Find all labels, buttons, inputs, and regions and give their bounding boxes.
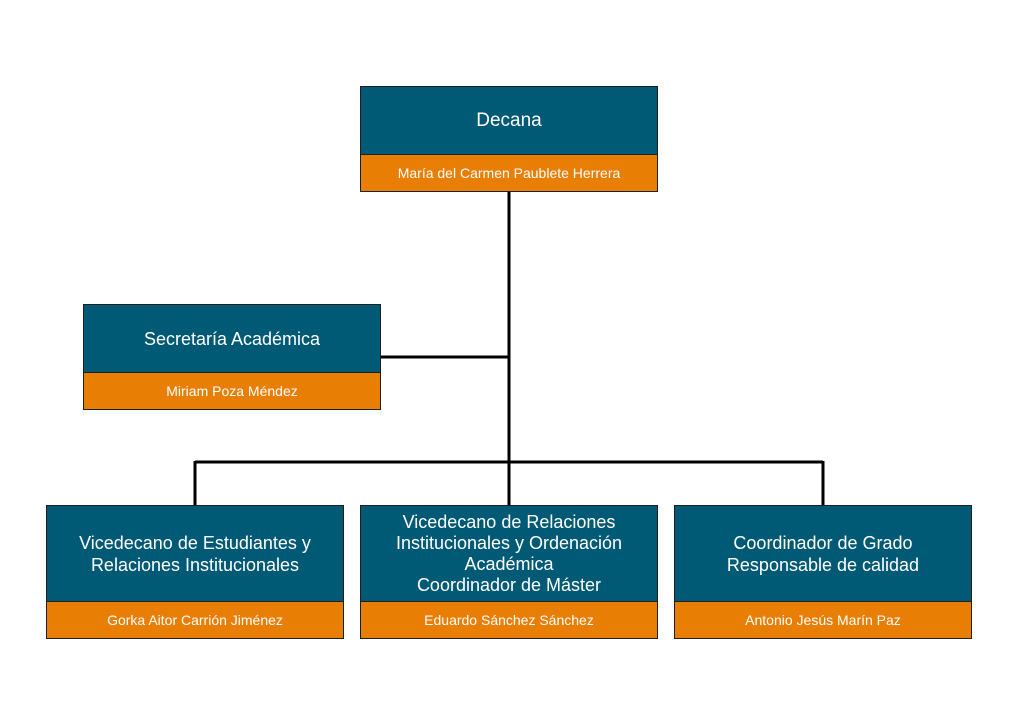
node-role-title: Decana bbox=[361, 87, 657, 155]
node-person-name: Miriam Poza Méndez bbox=[84, 373, 380, 409]
role-line: Coordinador de Grado bbox=[733, 532, 913, 553]
node-coordinador-grado: Coordinador de Grado Responsable de cali… bbox=[674, 505, 972, 639]
node-decana: Decana María del Carmen Paublete Herrera bbox=[360, 86, 658, 192]
role-line: Decana bbox=[476, 109, 542, 131]
node-person-name: Gorka Aitor Carrión Jiménez bbox=[47, 602, 343, 638]
role-line: Coordinador de Máster bbox=[416, 574, 602, 595]
role-line: Vicedecano de Relaciones bbox=[402, 511, 616, 532]
node-vicedecano-relaciones: Vicedecano de Relaciones Institucionales… bbox=[360, 505, 658, 639]
role-line: Vicedecano de Estudiantes y bbox=[79, 532, 311, 553]
role-line: Institucionales y Ordenación bbox=[395, 532, 623, 553]
node-person-name: Eduardo Sánchez Sánchez bbox=[361, 602, 657, 638]
role-line: Relaciones Institucionales bbox=[90, 554, 300, 575]
node-person-name: Antonio Jesús Marín Paz bbox=[675, 602, 971, 638]
role-line: Responsable de calidad bbox=[726, 554, 920, 575]
node-role-title: Secretaría Académica bbox=[84, 305, 380, 373]
node-secretaria-academica: Secretaría Académica Miriam Poza Méndez bbox=[83, 304, 381, 410]
node-person-name: María del Carmen Paublete Herrera bbox=[361, 155, 657, 191]
node-vicedecano-estudiantes: Vicedecano de Estudiantes y Relaciones I… bbox=[46, 505, 344, 639]
role-line: Académica bbox=[464, 553, 554, 574]
node-role-title: Vicedecano de Relaciones Institucionales… bbox=[361, 506, 657, 602]
node-role-title: Vicedecano de Estudiantes y Relaciones I… bbox=[47, 506, 343, 602]
role-line: Secretaría Académica bbox=[143, 328, 321, 349]
node-role-title: Coordinador de Grado Responsable de cali… bbox=[675, 506, 971, 602]
